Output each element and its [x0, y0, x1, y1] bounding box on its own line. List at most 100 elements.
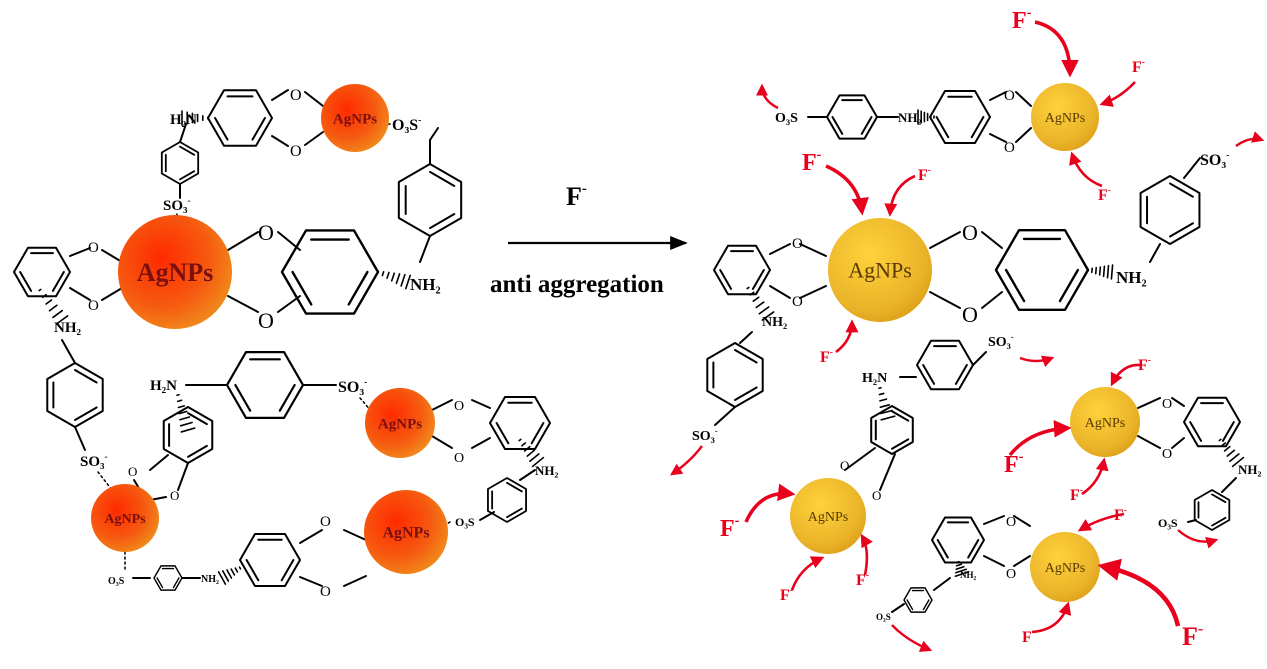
bond — [98, 472, 112, 490]
ring-double-bond — [430, 214, 454, 228]
ring-double-bond — [507, 483, 522, 492]
hashed-wedge — [527, 450, 534, 456]
benzene-ring — [154, 566, 182, 590]
atom-label: NH₂ — [1116, 268, 1147, 287]
ring-double-bond — [497, 423, 509, 443]
ring-double-bond — [53, 272, 64, 291]
atom-label: O — [320, 584, 331, 600]
bond — [1172, 398, 1184, 406]
ring-double-bond — [956, 365, 967, 384]
fluoride-attack-arrow — [1178, 530, 1216, 542]
fluoride-attack-arrow — [1072, 154, 1102, 186]
sulfonate-group: SO₃- — [163, 195, 191, 214]
atom-label: H₂N — [862, 371, 887, 386]
ring-double-bond — [252, 118, 264, 140]
nanoparticle-label: AgNPs — [137, 258, 214, 287]
benzene-ring — [1141, 176, 1200, 244]
atom-label: O — [872, 488, 881, 503]
bond — [845, 448, 875, 470]
sulfonate-group: SO₃- — [338, 377, 367, 396]
atom-label: O — [88, 240, 99, 256]
atom-label: O — [962, 302, 978, 327]
bond — [1172, 438, 1184, 448]
hashed-wedge — [881, 416, 895, 420]
atom-label: NH₂ — [898, 110, 922, 125]
atom-label: O₃S — [1158, 516, 1178, 530]
benzene-ring — [164, 407, 212, 463]
bond — [305, 132, 323, 145]
ring-double-bond — [938, 540, 948, 558]
atom-label: O — [792, 294, 803, 310]
benzene-ring — [14, 248, 70, 296]
atom-label: O₃S — [876, 612, 891, 622]
bond — [740, 332, 752, 343]
benzene-ring — [227, 352, 303, 418]
benzene-ring — [871, 406, 913, 454]
atom-label: O — [88, 298, 99, 314]
fluoride-ion: F- — [1138, 355, 1151, 374]
ring-double-bond — [180, 147, 194, 155]
atom-label: O₃S — [775, 111, 798, 126]
fluoride-ion: F- — [1114, 505, 1127, 524]
ring-double-bond — [753, 270, 764, 289]
hashed-wedge — [1227, 450, 1234, 456]
hashed-wedge — [181, 428, 194, 432]
atom-label: NH₂ — [960, 570, 977, 580]
hashed-wedge — [1219, 439, 1221, 440]
nanoparticle-label: AgNPs — [378, 416, 422, 432]
hashed-wedge — [1111, 265, 1112, 279]
fluoride-ion: F- — [802, 147, 822, 176]
ring-double-bond — [937, 117, 949, 137]
hashed-wedge — [392, 273, 395, 281]
bond — [1014, 556, 1030, 566]
atom-label: O — [258, 220, 274, 245]
hashed-wedge — [1100, 267, 1101, 275]
atom-label: O — [128, 464, 137, 479]
atom-label: O — [290, 143, 302, 160]
bond — [75, 427, 85, 450]
atom-label: H₂N — [150, 378, 177, 394]
hashed-wedge — [178, 406, 184, 408]
bond — [1150, 244, 1160, 262]
bond — [178, 463, 188, 490]
atom-label: NH₂ — [1238, 462, 1262, 477]
nanoparticle-label: AgNPs — [808, 510, 848, 525]
ring-double-bond — [735, 350, 757, 362]
atom-label: O — [454, 399, 464, 414]
ring-double-bond — [892, 439, 908, 448]
hashed-wedge — [387, 272, 389, 278]
hashed-wedge — [759, 307, 768, 314]
ring-double-bond — [247, 560, 259, 580]
atom-label: NH₂ — [535, 463, 559, 478]
bond — [715, 407, 735, 425]
ring-double-bond — [75, 370, 97, 382]
bond — [930, 232, 960, 248]
bond — [344, 530, 366, 540]
bond — [1016, 92, 1031, 106]
bond — [278, 296, 300, 312]
bond — [982, 232, 1002, 248]
bond — [150, 455, 168, 470]
fluoride-attack-arrow — [1112, 365, 1140, 384]
hashed-wedge — [879, 388, 881, 389]
fluoride-attack-arrow — [1082, 460, 1104, 494]
hashed-wedge — [401, 275, 405, 286]
bond — [800, 244, 826, 256]
ring-double-bond — [349, 272, 368, 304]
hashed-wedge — [177, 395, 179, 396]
bond — [70, 248, 90, 256]
fluoride-attack-arrow — [1102, 82, 1135, 104]
hashed-wedge — [880, 399, 887, 401]
atom-label: O — [454, 451, 464, 466]
bond — [984, 556, 1004, 566]
benzene-ring — [827, 95, 877, 138]
benzene-ring — [1195, 490, 1230, 530]
bond — [70, 288, 90, 300]
bond — [272, 90, 288, 100]
bond — [102, 250, 122, 262]
hashed-wedge — [957, 564, 962, 566]
sulfonate-group: SO₃- — [988, 333, 1014, 350]
hashed-wedge — [39, 289, 41, 290]
